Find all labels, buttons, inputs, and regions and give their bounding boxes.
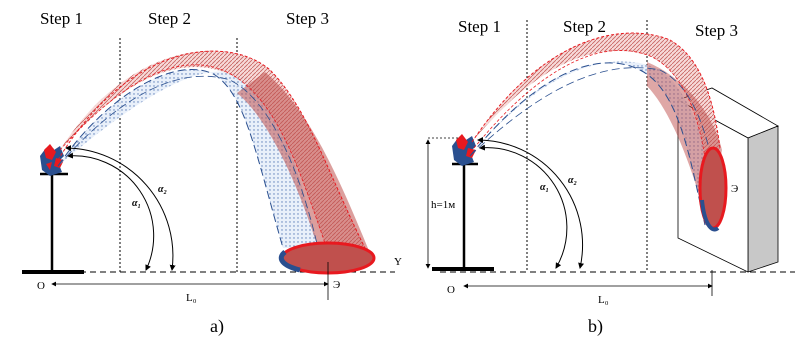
nozzle-icon [452,134,476,166]
red-trajectory-outer [471,32,721,149]
alpha2-arc [65,145,176,271]
step3-label: Step 3 [695,21,738,40]
height-label: h=1м [431,199,455,211]
alpha1-arc [479,144,568,269]
red-cone-fill [237,72,372,258]
landing-blue-rim [278,250,301,273]
blue-spray-band [58,69,318,248]
target-blue-rim [700,199,720,232]
red-trajectory-inner [59,64,331,259]
alpha1-label: α₁ [132,198,141,209]
stand-base [432,267,494,271]
alpha1-label: α₁ [540,182,549,193]
distance-label: L₀ [598,294,609,306]
caption-a: a) [210,316,224,337]
blue-trajectory-outer [469,62,706,226]
distance-label: L₀ [186,292,197,304]
step1-label: Step 1 [458,17,501,36]
alpha2-arc [477,137,585,269]
step1-label: Step 1 [40,9,83,28]
blue-trajectory-outer [57,68,284,249]
nozzle-icon [40,144,64,176]
alpha2-label: α₂ [158,184,167,195]
step2-label: Step 2 [563,17,606,36]
step2-label: Step 2 [148,9,191,28]
red-trajectory-outer [57,50,371,259]
panel-a: Step 1 Step 2 Step 3 [22,9,402,337]
origin-label: O [447,284,455,296]
panel-b: Step 1 Step 2 Step 3 h=1м [425,17,795,337]
alpha1-arc [67,152,155,271]
origin-label: O [37,280,45,292]
step3-label: Step 3 [286,9,329,28]
blue-trajectory-inner [57,75,319,249]
end-mark-label: Э [333,279,340,291]
alpha2-label: α₂ [568,175,577,186]
caption-b: b) [588,316,603,337]
red-trajectory-inner [473,50,707,166]
end-mark-label: Э [731,183,738,195]
axis-y-label: Y [394,256,402,268]
stand-base [22,270,84,274]
